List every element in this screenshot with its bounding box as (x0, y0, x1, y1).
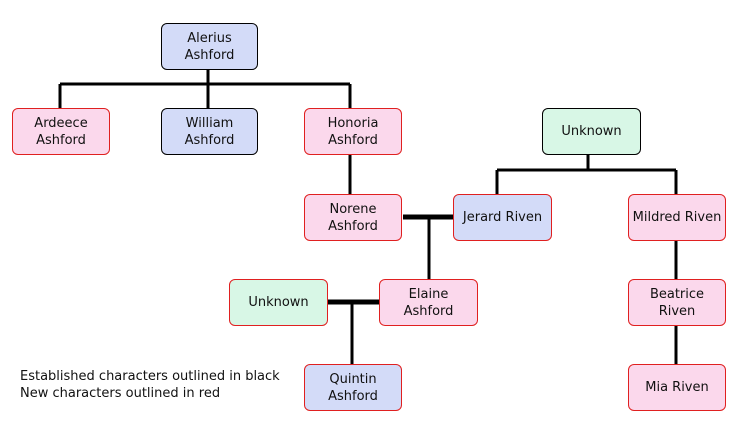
node-label: Quintin Ashford (328, 371, 378, 404)
node-label: Unknown (561, 124, 622, 139)
node-elaine-ashford: Elaine Ashford (379, 279, 478, 326)
node-quintin-ashford: Quintin Ashford (304, 364, 402, 411)
node-label: Jerard Riven (462, 210, 543, 225)
node-unknown-left: Unknown (229, 279, 328, 326)
node-label: Elaine Ashford (403, 286, 454, 319)
node-ardeece-ashford: Ardeece Ashford (12, 108, 110, 155)
node-label: Ardeece Ashford (34, 115, 88, 148)
legend: Established characters outlined in black… (20, 368, 280, 402)
node-label: Beatrice Riven (649, 286, 705, 319)
node-label: Mildred Riven (632, 210, 722, 225)
node-label: Mia Riven (645, 380, 709, 395)
legend-new: New characters outlined in red (20, 386, 221, 401)
node-beatrice-riven: Beatrice Riven (628, 279, 726, 326)
node-label: Honoria Ashford (327, 115, 379, 148)
node-mia-riven: Mia Riven (628, 364, 726, 411)
node-alerius-ashford: Alerius Ashford (161, 23, 258, 70)
node-unknown-top: Unknown (542, 108, 641, 155)
node-label: Norene Ashford (328, 201, 378, 234)
legend-established: Established characters outlined in black (20, 369, 280, 384)
node-label: Alerius Ashford (184, 30, 235, 63)
node-jerard-riven: Jerard Riven (453, 194, 552, 241)
node-william-ashford: William Ashford (161, 108, 258, 155)
node-label: William Ashford (184, 115, 235, 148)
node-label: Unknown (248, 295, 309, 310)
node-honoria-ashford: Honoria Ashford (304, 108, 402, 155)
node-norene-ashford: Norene Ashford (304, 194, 402, 241)
node-mildred-riven: Mildred Riven (628, 194, 726, 241)
